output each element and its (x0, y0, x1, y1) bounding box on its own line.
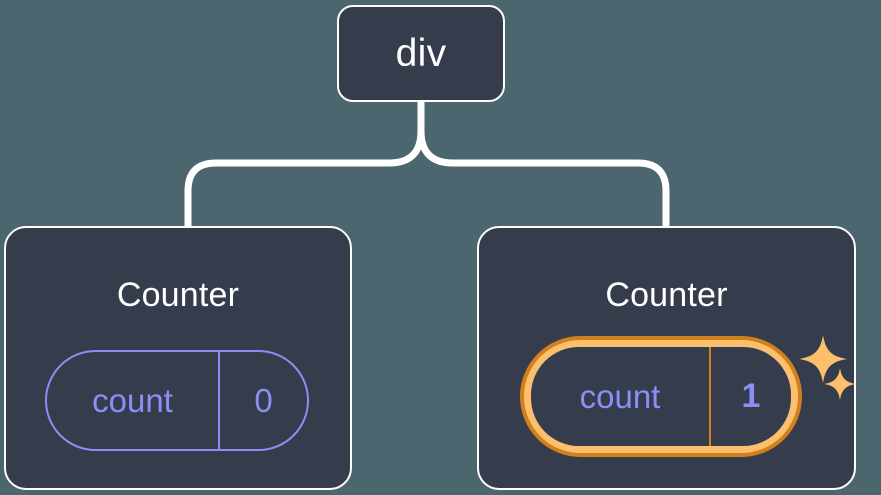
state-key-label: count (579, 377, 661, 415)
node-counter-right[interactable]: Counter count 1 (477, 226, 856, 490)
node-counter-left-label: Counter (116, 276, 240, 314)
state-pill-divider (709, 347, 711, 446)
node-counter-right-label: Counter (605, 276, 728, 314)
state-pill-inner: count 1 (531, 347, 791, 446)
state-value-label: 1 (741, 377, 761, 415)
sparkle-large-icon (799, 335, 847, 383)
state-pill-count-left[interactable]: count 0 (45, 350, 309, 451)
node-div[interactable]: div (337, 5, 505, 102)
state-pill-count-right[interactable]: count 1 (520, 336, 802, 457)
state-key-label: count (92, 381, 173, 419)
sparkle-small-icon (824, 368, 856, 400)
state-value-label: 0 (254, 381, 273, 419)
node-div-label: div (395, 32, 447, 75)
node-counter-left[interactable]: Counter count 0 (4, 226, 352, 490)
state-pill-divider (218, 352, 220, 449)
